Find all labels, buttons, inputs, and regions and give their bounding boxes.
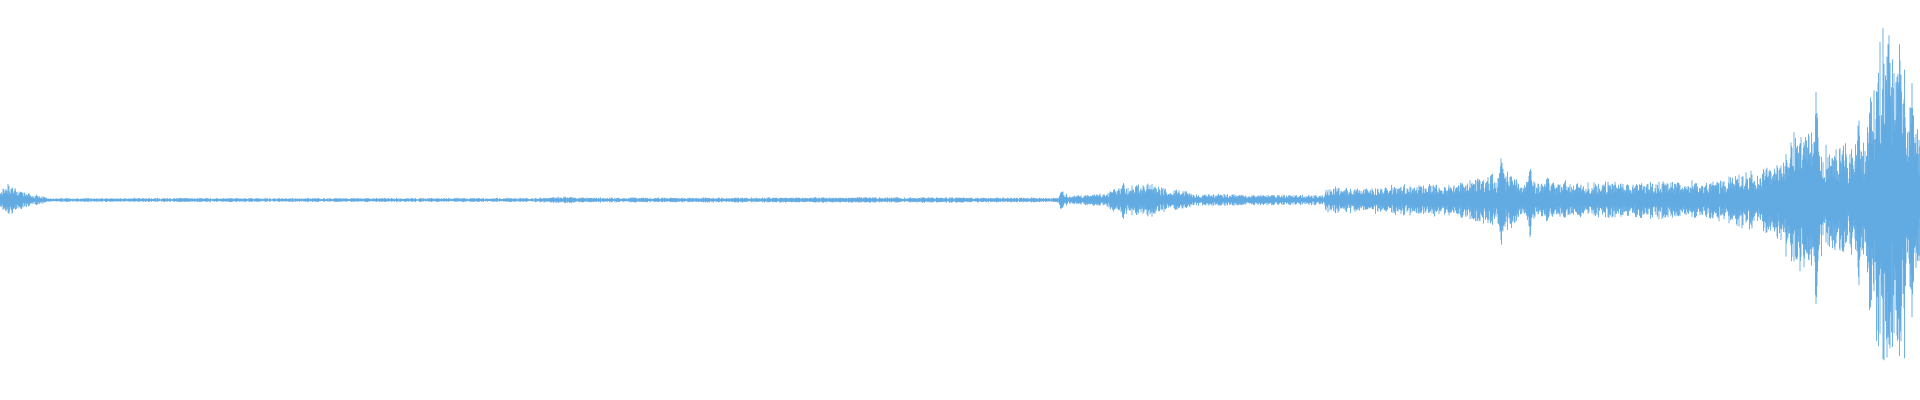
waveform-path — [0, 28, 1920, 361]
